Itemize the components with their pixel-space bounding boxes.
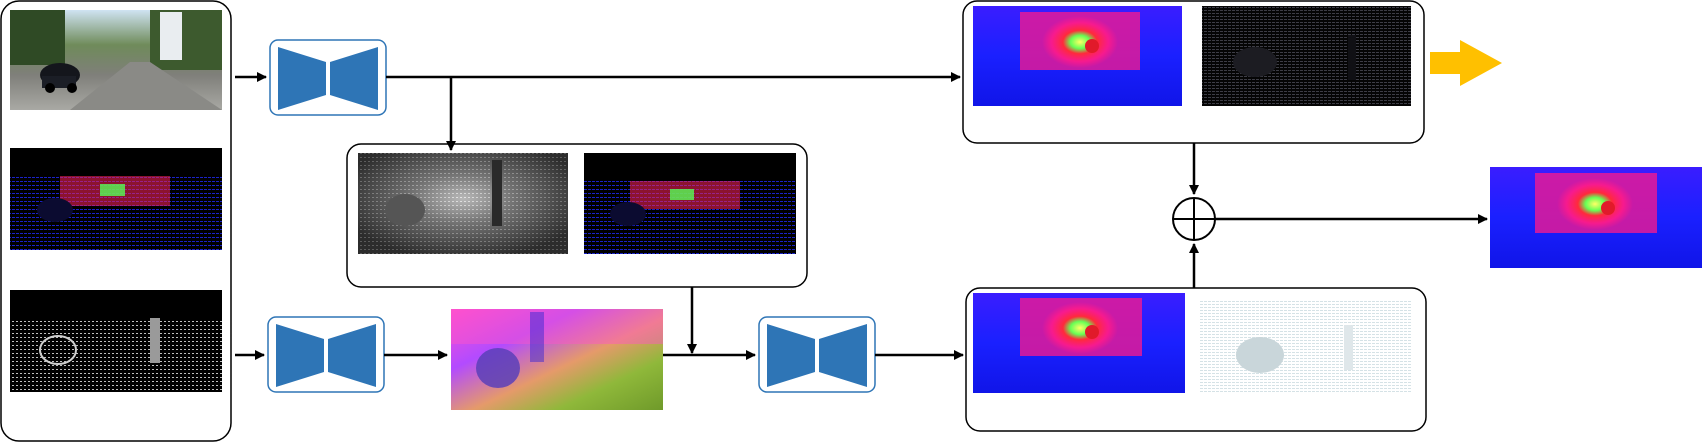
dense-depth-prediction-bottom	[973, 293, 1185, 393]
network-block-bottom-left	[267, 316, 385, 393]
confidence-map-light	[1200, 300, 1412, 393]
right-arrow-icon	[1430, 40, 1502, 86]
sparse-depth-copy	[584, 153, 796, 254]
confidence-map-dark	[1202, 6, 1411, 106]
network-block-top	[269, 39, 387, 116]
rgb-feature-map	[451, 309, 663, 410]
rgb-image	[10, 10, 222, 110]
dense-depth-prediction-top	[973, 6, 1182, 106]
edge-image	[10, 290, 222, 392]
network-block-bottom-right	[758, 316, 876, 393]
circled-plus-icon	[1172, 197, 1216, 241]
grayscale-guidance-map	[358, 153, 568, 254]
fused-dense-depth-map	[1490, 167, 1702, 268]
sparse-depth-map	[10, 148, 222, 250]
connector-arrows	[235, 72, 1488, 360]
